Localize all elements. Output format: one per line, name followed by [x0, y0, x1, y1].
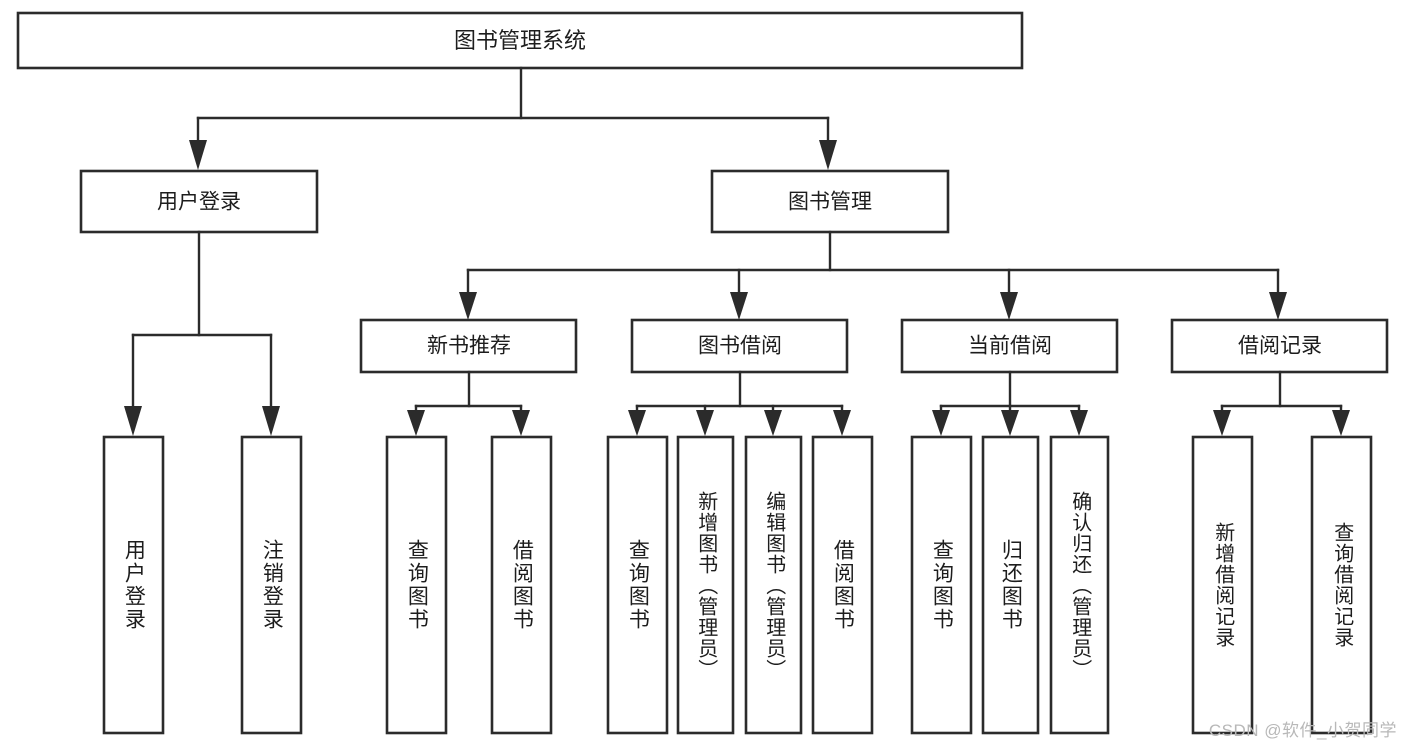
arrow-head-leaf-current-borrow-2 [1001, 410, 1019, 436]
arrow-head-new-book-recommend [459, 292, 477, 320]
arrow-head-leaf-book-borrow-3 [764, 410, 782, 436]
node-borrow-record-box[interactable] [1170, 318, 1389, 374]
arrow-head-leaf-borrow-record-1 [1213, 410, 1231, 436]
arrow-head-leaf-book-borrow-2 [696, 410, 714, 436]
leaf-box-current-borrow-1[interactable] [910, 435, 973, 735]
leaf-box-borrow-record-1[interactable] [1191, 435, 1254, 735]
arrow-head-leaf-borrow-record-2 [1332, 410, 1350, 436]
arrow-head-current-borrow [1000, 292, 1018, 320]
node-book-manage-label: 图书管理 [788, 191, 872, 214]
leaf-box-user-login-1[interactable] [102, 435, 165, 735]
arrow-head-leaf-book-borrow-4 [833, 410, 851, 436]
leaf-box-borrow-record-2[interactable] [1310, 435, 1373, 735]
leaf-box-book-borrow-1[interactable] [606, 435, 669, 735]
leaf-box-current-borrow-2[interactable] [981, 435, 1040, 735]
node-new-book-recommend-box[interactable] [359, 318, 578, 374]
arrow-head-user-login [189, 140, 207, 170]
node-book-manage-box[interactable] [710, 169, 950, 234]
arrow-head-book-borrow [730, 292, 748, 320]
leaf-box-book-borrow-4[interactable] [811, 435, 874, 735]
leaf-box-new-book-2[interactable] [490, 435, 553, 735]
watermark-text: CSDN @软件_小贺同学 [1208, 721, 1397, 740]
arrow-head-borrow-record [1269, 292, 1287, 320]
leaf-box-book-borrow-3[interactable] [744, 435, 803, 735]
arrow-head-leaf-current-borrow-1 [932, 410, 950, 436]
leaf-box-book-borrow-2[interactable] [676, 435, 735, 735]
node-borrow-record-label: 借阅记录 [1238, 335, 1322, 358]
arrow-head-leaf-book-borrow-1 [628, 410, 646, 436]
node-root-label: 图书管理系统 [454, 28, 586, 53]
node-current-borrow-box[interactable] [900, 318, 1119, 374]
node-new-book-recommend-label: 新书推荐 [427, 335, 511, 358]
arrow-head-leaf-current-borrow-3 [1070, 410, 1088, 436]
node-current-borrow-label: 当前借阅 [968, 335, 1052, 358]
arrow-head-leaf-user-login-1 [124, 406, 142, 436]
arrow-head-leaf-new-book-1 [407, 410, 425, 436]
node-root-box[interactable] [16, 11, 1024, 70]
leaf-box-new-book-1[interactable] [385, 435, 448, 735]
leaf-box-user-login-2[interactable] [240, 435, 303, 735]
leaf-box-current-borrow-3[interactable] [1049, 435, 1110, 735]
node-book-borrow-box[interactable] [630, 318, 849, 374]
arrow-head-leaf-new-book-2 [512, 410, 530, 436]
node-book-borrow-label: 图书借阅 [698, 335, 782, 358]
arrow-head-book-manage [819, 140, 837, 170]
arrow-head-leaf-user-login-2 [262, 406, 280, 436]
node-user-login-label: 用户登录 [157, 191, 241, 214]
